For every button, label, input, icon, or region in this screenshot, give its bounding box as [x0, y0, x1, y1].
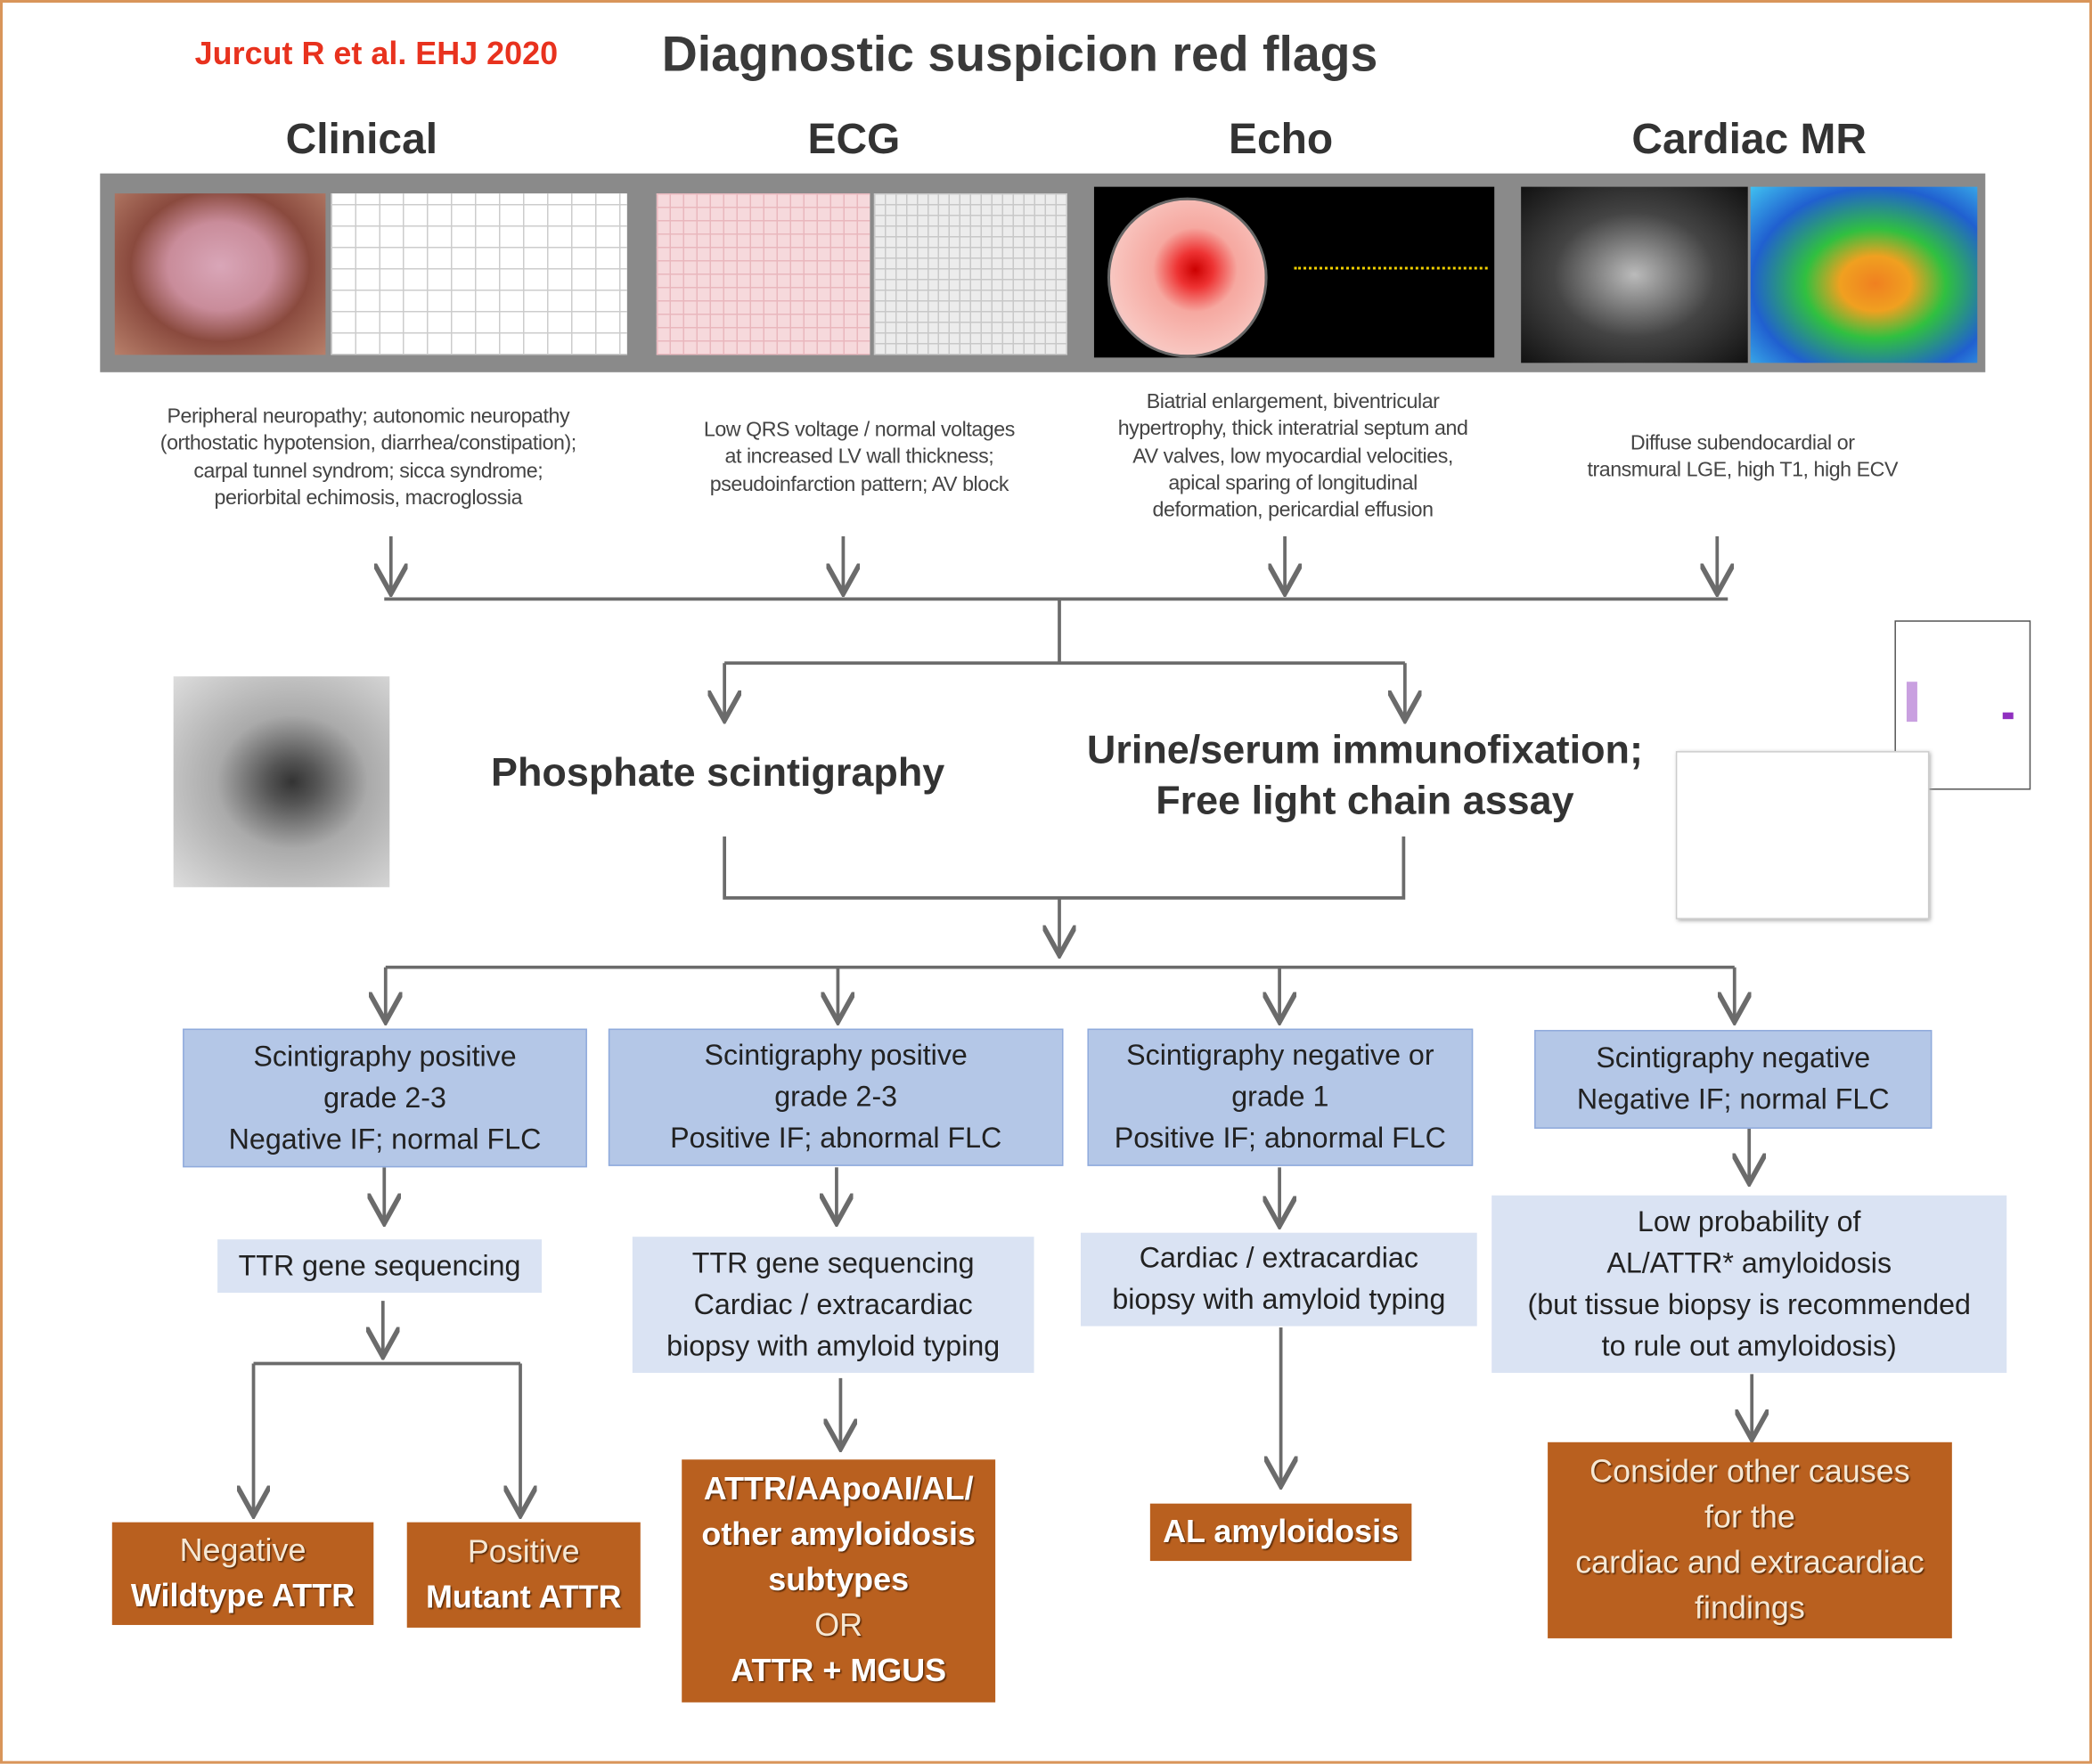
- text-line: Free light chain assay: [1156, 779, 1574, 823]
- text-line: Negative IF; normal FLC: [228, 1123, 542, 1156]
- outcome-amyloidosis-subtypes: ATTR/AApoAI/AL/ other amyloidosis subtyp…: [682, 1459, 996, 1703]
- echo-description: Biatrial enlargement, biventricular hype…: [1118, 389, 1468, 525]
- outcome-other-causes: Consider other causes for the cardiac an…: [1548, 1441, 1952, 1638]
- text-line: Scintigraphy negative or: [1126, 1039, 1434, 1072]
- scintigraphy-image: [173, 676, 390, 887]
- immunofixation-label: Urine/serum immunofixation; Free light c…: [1087, 726, 1643, 828]
- text-line: TTR gene sequencing: [691, 1246, 975, 1279]
- mr-description: Diffuse subendocardial or transmural LGE…: [1587, 431, 1898, 486]
- text-line: pseudoinfarction pattern; AV block: [709, 473, 1009, 496]
- text-line: Low probability of: [1637, 1205, 1861, 1237]
- gel-band: [2002, 712, 2014, 720]
- text-line: findings: [1695, 1589, 1805, 1626]
- mr-lge-image: [1521, 186, 1748, 363]
- result-box-scint-positive-if-positive: Scintigraphy positive grade 2-3 Positive…: [608, 1028, 1064, 1166]
- text-line: Mutant ATTR: [425, 1579, 622, 1615]
- step-box-ttr-sequencing: TTR gene sequencing: [217, 1239, 542, 1294]
- text-line: ATTR/AApoAI/AL/: [703, 1471, 974, 1508]
- text-line: to rule out amyloidosis): [1601, 1329, 1897, 1362]
- text-line: Cardiac / extracardiac: [1139, 1242, 1418, 1275]
- clinical-description: Peripheral neuropathy; autonomic neuropa…: [160, 404, 576, 513]
- text-line: cardiac and extracardiac: [1575, 1544, 1924, 1580]
- text-line: AL amyloidosis: [1163, 1513, 1400, 1550]
- text-line: Negative: [179, 1531, 306, 1569]
- header-echo: Echo: [1229, 114, 1334, 163]
- gel-band: [1906, 682, 1917, 723]
- header-cardiac-mr: Cardiac MR: [1631, 114, 1867, 163]
- text-line: (but tissue biopsy is recommended: [1527, 1287, 1971, 1320]
- text-line: grade 2-3: [774, 1080, 898, 1113]
- result-box-scint-positive-if-negative: Scintigraphy positive grade 2-3 Negative…: [183, 1028, 587, 1168]
- text-line: Low QRS voltage / normal voltages: [703, 419, 1015, 442]
- header-clinical: Clinical: [285, 114, 438, 163]
- header-ecg: ECG: [807, 114, 901, 163]
- phosphate-scintigraphy-label: Phosphate scintigraphy: [491, 751, 945, 796]
- text-line: Biatrial enlargement, biventricular: [1146, 390, 1440, 414]
- outcome-al-amyloidosis: AL amyloidosis: [1149, 1503, 1412, 1562]
- text-line: grade 1: [1231, 1080, 1329, 1113]
- bullseye-plot: [1107, 197, 1268, 358]
- text-line: Cardiac / extracardiac: [693, 1287, 973, 1320]
- strain-trace: [1294, 266, 1488, 297]
- text-line: biopsy with amyloid typing: [666, 1329, 1001, 1362]
- text-line: Scintigraphy positive: [253, 1040, 517, 1073]
- text-line: ATTR + MGUS: [731, 1653, 947, 1689]
- text-line: Urine/serum immunofixation;: [1086, 728, 1643, 773]
- text-line: Positive: [467, 1533, 580, 1570]
- text-line: Peripheral neuropathy; autonomic neuropa…: [167, 405, 570, 429]
- text-line: AV valves, low myocardial velocities,: [1132, 445, 1453, 469]
- echo-image: [1093, 186, 1495, 358]
- text-line: deformation, pericardial effusion: [1152, 499, 1434, 522]
- text-line: other amyloidosis: [701, 1516, 976, 1554]
- text-line: at increased LV wall thickness;: [724, 445, 994, 470]
- tongue-image: [114, 193, 326, 355]
- text-line: subtypes: [768, 1562, 910, 1599]
- citation: Jurcut R et al. EHJ 2020: [194, 36, 559, 72]
- text-line: transmural LGE, high T1, high ECV: [1587, 459, 1899, 483]
- outcome-mutant-attr: Positive Mutant ATTR: [406, 1522, 641, 1628]
- page-title: Diagnostic suspicion red flags: [661, 26, 1378, 82]
- ecg-description: Low QRS voltage / normal voltages at inc…: [704, 418, 1015, 499]
- text-line: TTR gene sequencing: [238, 1249, 521, 1282]
- ecg-pink-image: [656, 193, 870, 355]
- text-line: carpal tunnel syndrom; sicca syndrome;: [193, 460, 543, 483]
- outcome-wildtype-attr: Negative Wildtype ATTR: [111, 1522, 374, 1625]
- text-line: periorbital echimosis, macroglossia: [214, 486, 523, 510]
- step-box-ttr-and-biopsy: TTR gene sequencing Cardiac / extracardi…: [632, 1237, 1034, 1373]
- mr-t1-map-image: [1750, 186, 1978, 363]
- text-line: Negative IF; normal FLC: [1576, 1082, 1890, 1115]
- text-line: Wildtype ATTR: [130, 1577, 355, 1614]
- step-box-low-probability: Low probability of AL/ATTR* amyloidosis …: [1491, 1195, 2007, 1373]
- text-line: OR: [814, 1607, 863, 1644]
- text-line: for the: [1704, 1499, 1795, 1535]
- result-box-scint-negative-if-negative: Scintigraphy negative Negative IF; norma…: [1534, 1030, 1933, 1129]
- text-line: grade 2-3: [323, 1081, 446, 1114]
- text-line: biopsy with amyloid typing: [1112, 1283, 1446, 1316]
- text-line: apical sparing of longitudinal: [1168, 471, 1418, 495]
- text-line: hypertrophy, thick interatrial septum an…: [1117, 418, 1468, 441]
- electrophoresis-plot-image: [1675, 751, 1930, 919]
- text-line: (orthostatic hypotension, diarrhea/const…: [159, 432, 576, 456]
- text-line: AL/ATTR* amyloidosis: [1606, 1246, 1892, 1279]
- text-line: Scintigraphy positive: [704, 1039, 968, 1072]
- text-line: Consider other causes: [1589, 1453, 1910, 1490]
- text-line: Positive IF; abnormal FLC: [670, 1122, 1002, 1155]
- ecg-grid-image: [873, 193, 1067, 355]
- text-line: Diffuse subendocardial or: [1630, 432, 1855, 455]
- result-box-scint-negative-if-positive: Scintigraphy negative or grade 1 Positiv…: [1087, 1028, 1474, 1166]
- blood-pressure-graph-image: [331, 193, 627, 355]
- text-line: Positive IF; abnormal FLC: [1114, 1122, 1446, 1155]
- text-line: Scintigraphy negative: [1596, 1041, 1871, 1074]
- step-box-biopsy: Cardiac / extracardiac biopsy with amylo…: [1080, 1232, 1477, 1327]
